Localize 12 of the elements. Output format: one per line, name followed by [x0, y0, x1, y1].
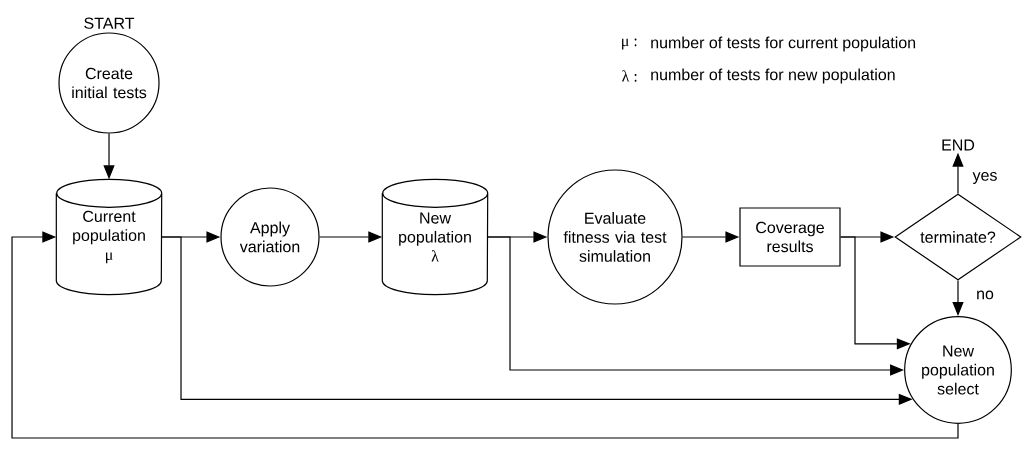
symbol-label: μ :: [622, 38, 637, 50]
edge-label: no: [975, 289, 995, 301]
database-cylinder: New population λ: [381, 178, 489, 296]
symbol-label: λ :: [622, 70, 637, 82]
result-box: Coverage results: [739, 207, 841, 267]
start-label: START: [84, 17, 135, 29]
key-text: number of tests for new population: [651, 68, 895, 84]
arrow: [11, 231, 959, 439]
key-text: number of tests for current population: [651, 36, 916, 52]
database-cylinder: Current population μ: [55, 178, 163, 296]
end-label: END: [942, 139, 975, 151]
edge-label: yes: [971, 171, 999, 185]
